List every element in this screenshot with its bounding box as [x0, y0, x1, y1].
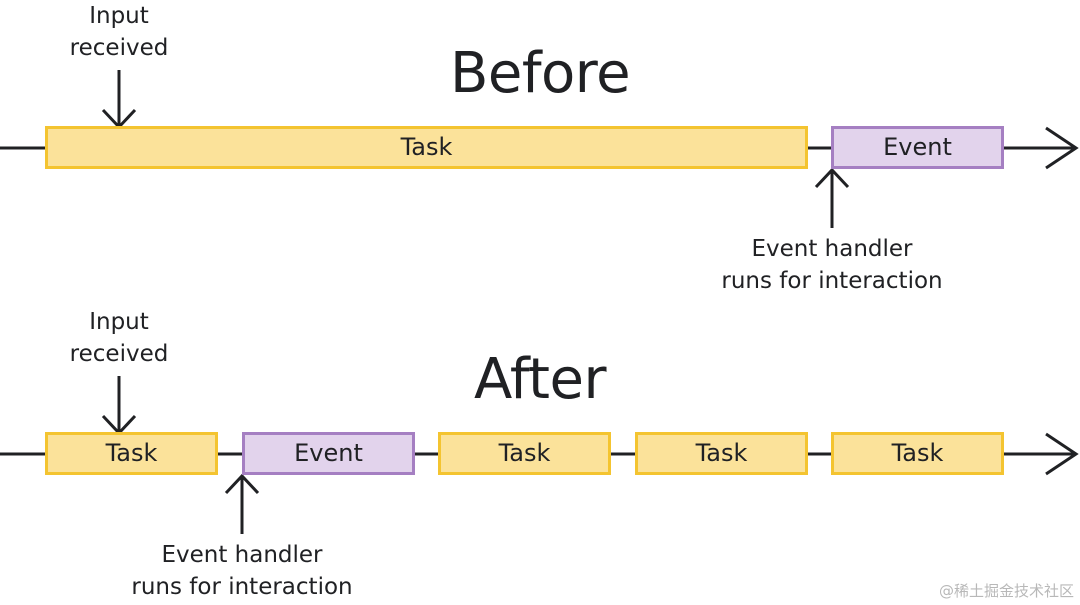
after-input-label: Input received [59, 306, 179, 370]
before-input-label: Input received [59, 0, 179, 64]
before-title: Before [449, 41, 631, 106]
after-input-label-line2: received [69, 341, 169, 367]
after-task-block-4: Task [831, 432, 1004, 475]
after-timeline-arrowhead [1045, 432, 1079, 476]
after-diagram: After Input received Task Event Task Tas… [0, 306, 1080, 605]
before-event-block: Event [831, 126, 1004, 169]
before-handler-arrowhead [814, 167, 850, 189]
after-event-block: Event [242, 432, 415, 475]
after-handler-label-line2: runs for interaction [131, 574, 353, 600]
after-task-block-1: Task [45, 432, 218, 475]
before-handler-label: Event handler runs for interaction [700, 233, 964, 297]
before-input-label-line2: received [69, 35, 169, 61]
after-input-label-line1: Input [89, 309, 149, 335]
before-diagram: Before Input received Task Event Event h… [0, 0, 1080, 300]
before-input-label-line1: Input [89, 3, 149, 29]
after-handler-label: Event handler runs for interaction [110, 539, 374, 603]
after-task-block-3: Task [635, 432, 808, 475]
before-handler-label-line2: runs for interaction [721, 268, 943, 294]
before-handler-label-line1: Event handler [751, 236, 913, 262]
before-timeline-arrowhead [1045, 126, 1079, 170]
after-title: After [474, 347, 606, 412]
after-handler-label-line1: Event handler [161, 542, 323, 568]
after-handler-arrowhead [224, 473, 260, 495]
watermark: @稀土掘金技术社区 [938, 582, 1074, 600]
after-task-block-2: Task [438, 432, 611, 475]
before-task-block: Task [45, 126, 808, 169]
